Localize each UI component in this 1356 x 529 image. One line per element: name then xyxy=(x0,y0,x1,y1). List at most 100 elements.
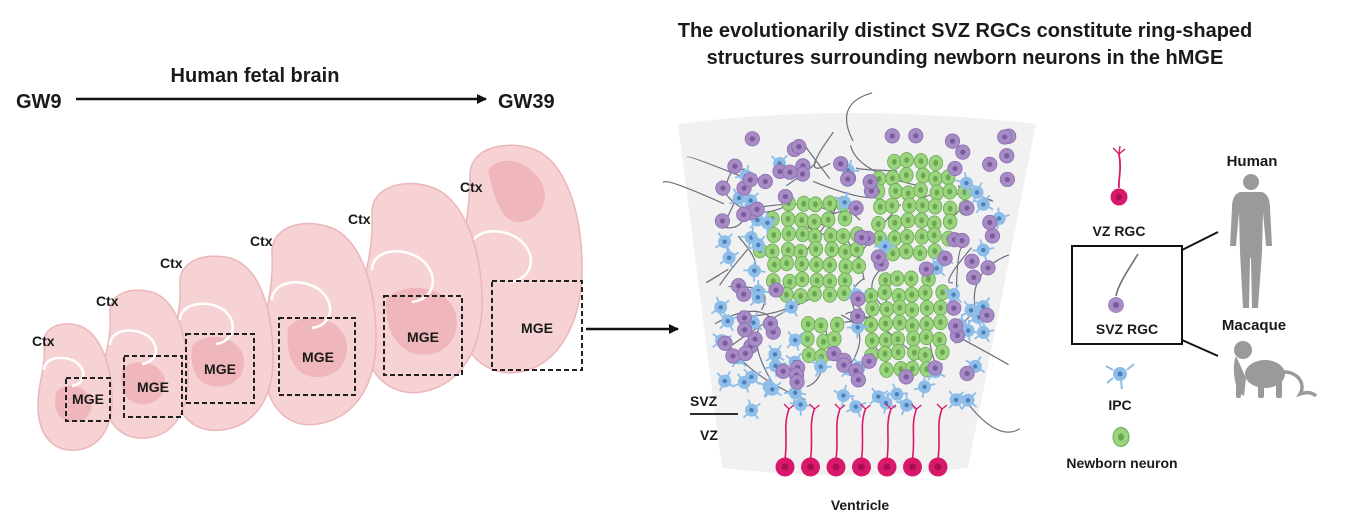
newborn-neuron-nucleus xyxy=(877,235,883,242)
ipc-cell xyxy=(786,331,804,351)
newborn-neuron-nucleus xyxy=(962,188,968,195)
newborn-neuron-nucleus xyxy=(932,175,938,182)
newborn-neuron-nucleus xyxy=(831,335,837,342)
newborn-neuron-nucleus xyxy=(827,200,833,207)
ctx-label-1: Ctx xyxy=(32,333,55,349)
newborn-neuron-nucleus xyxy=(884,306,890,313)
newborn-neuron-nucleus xyxy=(909,322,915,329)
mge-box-3 xyxy=(185,333,255,404)
svz-rgc-process xyxy=(706,268,729,283)
svz-rgc-nucleus xyxy=(855,313,861,319)
ipc-cell xyxy=(833,384,855,407)
mge-box-2 xyxy=(123,355,183,418)
svz-rgc-nucleus xyxy=(741,315,748,321)
newborn-neuron-nucleus xyxy=(890,175,895,182)
newborn-neuron-nucleus xyxy=(812,233,818,240)
svz-rgc-nucleus xyxy=(971,274,977,280)
vz-rgc-cell xyxy=(801,403,820,477)
newborn-neuron-nucleus xyxy=(771,232,777,239)
ipc-cell xyxy=(742,399,761,420)
ipc-cell xyxy=(749,288,767,307)
figure-title-line-2: structures surrounding newborn neurons i… xyxy=(707,47,1224,69)
newborn-neuron-nucleus xyxy=(904,157,910,164)
ipc-cell xyxy=(972,239,995,261)
newborn-neuron-nucleus xyxy=(903,172,909,179)
newborn-neuron-nucleus xyxy=(854,246,860,253)
newborn-neuron-nucleus xyxy=(821,338,826,345)
ipc-cell xyxy=(747,235,766,255)
newborn-neuron-nucleus xyxy=(934,189,940,196)
newborn-neuron-nucleus xyxy=(799,260,805,267)
newborn-neuron-nucleus xyxy=(798,248,804,255)
svz-rgc-nucleus xyxy=(732,163,738,169)
svz-rgc-nucleus xyxy=(754,206,760,212)
newborn-neuron-nucleus xyxy=(896,292,902,299)
newborn-neuron-nucleus xyxy=(784,260,790,267)
svz-rgc-nucleus xyxy=(859,234,865,241)
mge-label-1: MGE xyxy=(72,391,104,407)
legend-newborn-neuron-label: Newborn neuron xyxy=(1066,455,1177,471)
newborn-neuron-nucleus xyxy=(814,261,819,268)
svz-rgc-nucleus xyxy=(767,321,773,327)
mge-box-4 xyxy=(278,317,356,396)
ipc-cell xyxy=(846,317,869,339)
newborn-neuron-nucleus xyxy=(769,248,775,255)
ipc-cell xyxy=(719,312,739,332)
svz-rgc-process xyxy=(948,247,973,284)
newborn-neuron-nucleus xyxy=(919,217,925,224)
newborn-neuron-nucleus xyxy=(813,201,818,208)
newborn-neuron-nucleus xyxy=(825,216,831,223)
vz-rgc-cell xyxy=(877,403,897,477)
svz-rgc-nucleus xyxy=(964,370,970,377)
newborn-neuron-nucleus xyxy=(911,349,917,356)
mge-label-4: MGE xyxy=(302,349,334,365)
svz-rgc-nucleus xyxy=(1004,153,1010,159)
svz-rgc-nucleus xyxy=(796,144,802,150)
legend-ipc-label: IPC xyxy=(1108,397,1131,413)
svz-rgc-nucleus xyxy=(780,368,786,374)
newborn-neuron-nucleus xyxy=(923,334,929,341)
svz-rgc-nucleus xyxy=(1004,176,1010,183)
newborn-neuron-nucleus xyxy=(924,321,930,328)
newborn-neuron-nucleus xyxy=(893,188,898,195)
newborn-neuron-nucleus xyxy=(924,305,930,312)
ipc-cell xyxy=(714,232,733,252)
svz-label: SVZ xyxy=(690,393,718,409)
newborn-neuron-nucleus xyxy=(945,174,951,181)
svz-rgc-nucleus xyxy=(942,255,948,261)
newborn-neuron-nucleus xyxy=(947,205,953,212)
svz-rgc-nucleus xyxy=(867,179,873,185)
svz-rgc-nucleus xyxy=(960,149,966,155)
newborn-neuron-nucleus xyxy=(897,304,903,311)
newborn-neuron-nucleus xyxy=(891,158,897,165)
svz-rgc-nucleus xyxy=(855,296,861,302)
mge-box-5 xyxy=(383,295,463,376)
ipc-cell xyxy=(958,392,978,410)
svz-rgc-nucleus xyxy=(949,138,956,144)
newborn-neuron-nucleus xyxy=(932,203,938,210)
ipc-cell xyxy=(733,373,755,393)
newborn-neuron-nucleus xyxy=(919,233,925,240)
mge-label-6: MGE xyxy=(521,320,553,336)
ipc-cell xyxy=(765,344,785,362)
newborn-neuron-nucleus xyxy=(895,349,901,356)
timeline-start-label: GW9 xyxy=(16,91,62,113)
ipc-cell xyxy=(948,390,965,410)
svz-rgc-nucleus xyxy=(985,265,991,271)
newborn-neuron-nucleus xyxy=(884,366,889,373)
svz-rgc-nucleus xyxy=(838,161,844,167)
newborn-neuron-nucleus xyxy=(938,319,943,326)
mge-label-2: MGE xyxy=(137,379,169,395)
svz-rgc-nucleus xyxy=(853,205,859,211)
ipc-cell xyxy=(955,172,978,195)
svz-rgc-nucleus xyxy=(762,178,768,185)
newborn-neuron-nucleus xyxy=(785,215,791,222)
svz-rgc-nucleus xyxy=(875,254,881,260)
newborn-neuron-nucleus xyxy=(947,218,953,225)
brain-section-5 xyxy=(359,182,483,394)
newborn-neuron-nucleus xyxy=(868,292,874,299)
svz-rgc-nucleus xyxy=(719,218,726,224)
legend-vz-rgc-icon xyxy=(1110,145,1128,206)
mge-box-1 xyxy=(65,377,111,422)
svz-rgc-nucleus xyxy=(799,171,806,177)
